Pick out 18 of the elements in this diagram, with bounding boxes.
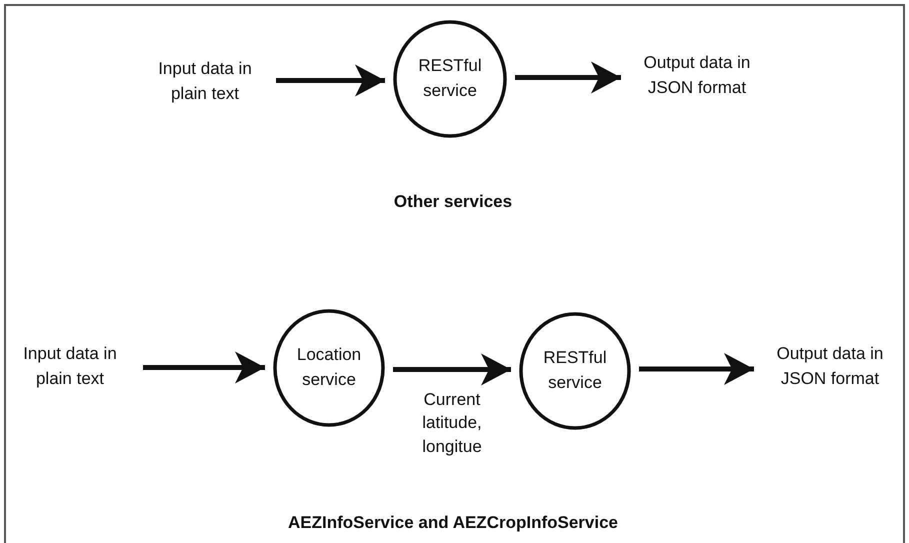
flow-text: Output data in JSON format	[642, 52, 752, 99]
arrow	[515, 62, 621, 94]
arrow	[639, 353, 754, 385]
node-label: Location service	[296, 344, 362, 391]
process-circle	[393, 20, 507, 138]
edge-label: Current latitude, longitue	[421, 388, 483, 458]
flow-text: Input data in plain text	[157, 58, 253, 105]
flow-text: Input data in plain text	[22, 343, 118, 390]
process-circle	[519, 312, 631, 430]
node-label: RESTful service	[542, 347, 608, 394]
section-caption: AEZInfoService and AEZCropInfoService	[288, 513, 618, 533]
arrow	[276, 64, 385, 96]
section-caption: Other services	[394, 192, 512, 212]
arrow	[143, 352, 265, 384]
process-circle	[273, 309, 385, 427]
flow-text: Output data in JSON format	[776, 343, 884, 390]
arrow	[393, 354, 511, 386]
node-label: RESTful service	[417, 55, 483, 102]
